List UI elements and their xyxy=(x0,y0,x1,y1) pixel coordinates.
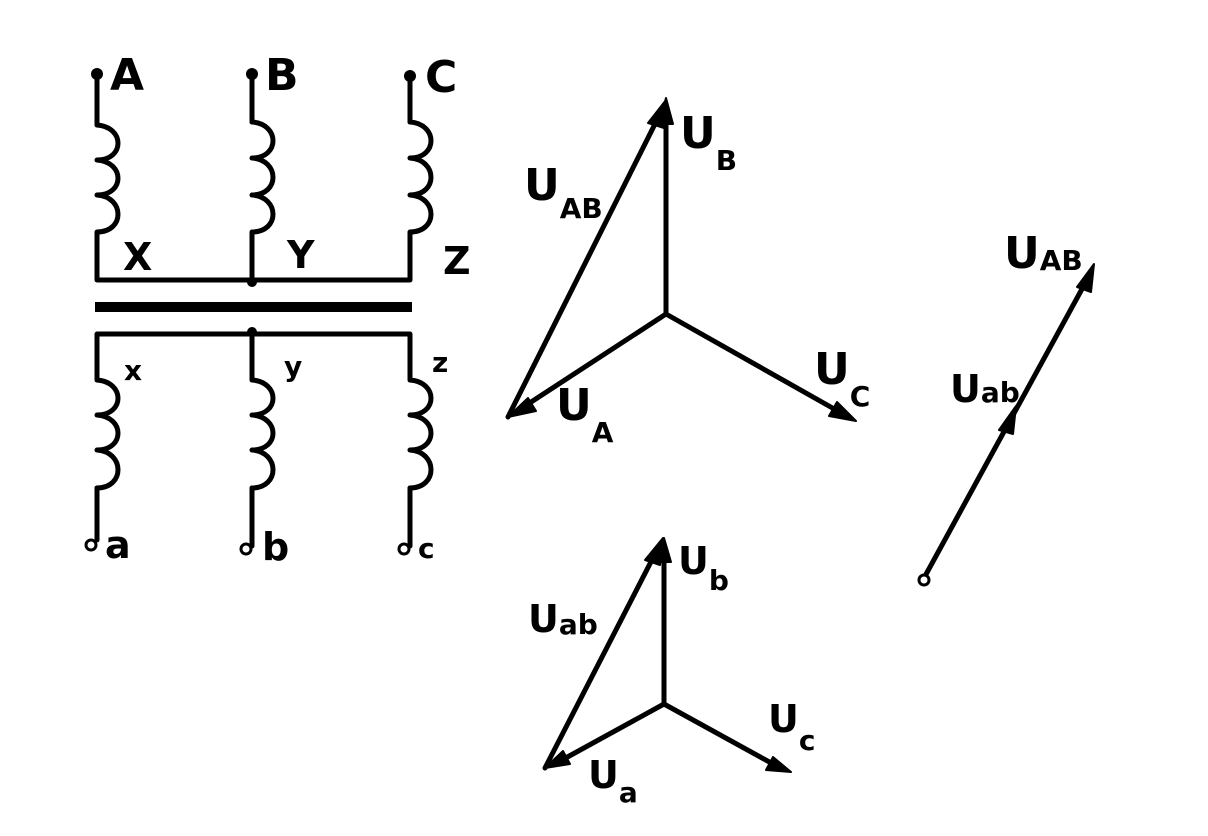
terminal-C xyxy=(404,70,416,82)
label-X: X xyxy=(123,235,152,279)
hv-coil-b xyxy=(249,71,276,253)
phasor-Ua xyxy=(559,701,667,763)
lv-coil-c xyxy=(407,359,434,549)
arrowhead-Uab-comparison xyxy=(998,405,1017,435)
terminal-c xyxy=(397,542,411,556)
label-b: b xyxy=(262,525,289,569)
label-A: A xyxy=(110,50,144,101)
label-UA: UA xyxy=(556,380,614,449)
arrowhead-UAB-comparison xyxy=(1076,263,1095,293)
lv-coil-b xyxy=(249,357,276,549)
hv-neutral-node xyxy=(247,277,257,287)
label-UAB-comparison: UAB xyxy=(1004,228,1083,279)
label-UAB: UAB xyxy=(524,160,603,225)
terminal-A xyxy=(91,68,103,80)
terminal-b xyxy=(239,542,253,556)
phasor-Uab xyxy=(542,549,659,771)
label-UB: UB xyxy=(680,108,737,177)
label-C: C xyxy=(425,52,457,103)
label-Z: Z xyxy=(443,239,471,283)
label-Y: Y xyxy=(286,233,315,277)
arrowhead-UAB xyxy=(647,99,667,129)
arrowhead-UA xyxy=(507,397,537,418)
transformer-schematic: A B C X Y Z x y z a b c xyxy=(84,50,471,569)
label-c: c xyxy=(418,532,435,565)
label-a: a xyxy=(105,523,131,567)
label-Ub: Ub xyxy=(678,539,729,597)
phasor-UA xyxy=(522,311,669,409)
label-Uab: Uab xyxy=(528,597,598,641)
hv-phasor-diagram: UB UA UC UAB xyxy=(505,97,870,449)
label-UC: UC xyxy=(814,344,870,413)
terminal-B xyxy=(246,68,258,80)
phasor-UC xyxy=(663,311,839,413)
label-B: B xyxy=(265,50,299,101)
label-Ua: Ua xyxy=(588,753,638,809)
hv-coil-c xyxy=(407,73,434,253)
phasor-UAB xyxy=(505,111,663,420)
label-Uc: Uc xyxy=(768,697,815,757)
lv-coil-a xyxy=(94,359,121,543)
hv-coil-a xyxy=(94,71,121,253)
label-y: y xyxy=(284,350,302,383)
label-Uab-comparison: Uab xyxy=(950,367,1020,411)
arrowhead-Uab xyxy=(644,537,664,566)
lv-neutral-node xyxy=(247,327,257,337)
arrowhead-Uc xyxy=(765,756,792,773)
origin-point xyxy=(917,573,931,587)
label-z: z xyxy=(432,346,448,379)
arrowhead-UC xyxy=(828,401,857,422)
arrowhead-Ua xyxy=(544,750,571,769)
phasor-Uc xyxy=(661,701,776,767)
lv-phasor-diagram: Ub Ua Uc Uab xyxy=(528,537,815,809)
comparison-diagram: UAB Uab xyxy=(917,228,1095,587)
terminal-a xyxy=(84,538,98,552)
label-x: x xyxy=(124,354,142,387)
